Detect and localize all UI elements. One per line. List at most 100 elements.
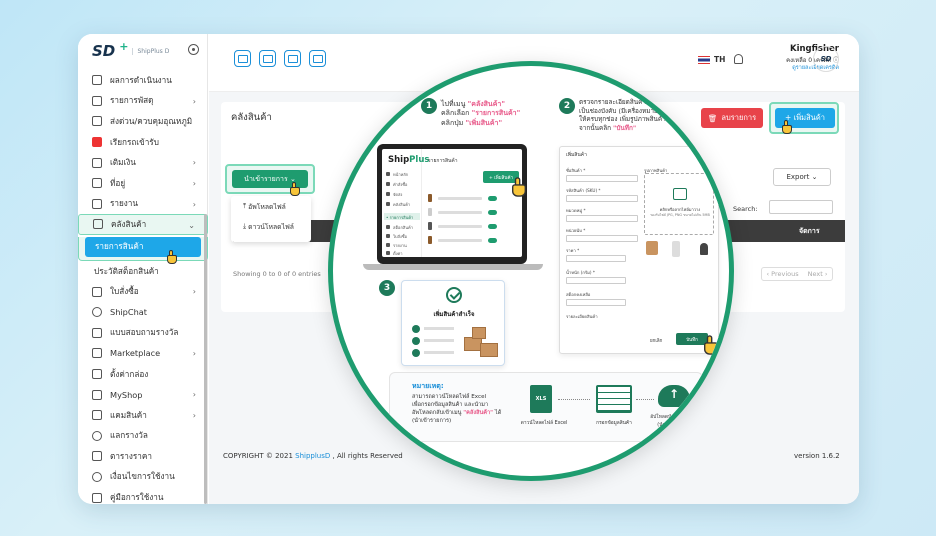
warehouse-submenu: รายการสินค้า	[78, 236, 208, 261]
page-title: คลังสินค้า	[231, 112, 272, 123]
sidebar-item-myshop[interactable]: MyShop›	[78, 384, 208, 405]
add-product-button[interactable]: + เพิ่มสินค้า	[775, 108, 835, 128]
sidebar-item-manual[interactable]: คู่มือการใช้งาน	[78, 487, 208, 504]
version: version 1.6.2	[794, 452, 840, 460]
step-1-text: ไปที่เมนู "คลังสินค้า" คลิกเลือก "รายการ…	[441, 100, 521, 127]
mockup-save-button: บันทึก	[676, 333, 708, 345]
sidebar: SD + ShipPlus D ผลการดำเนินงาน รายการพัส…	[78, 34, 208, 504]
truck-shortcut-icon[interactable]	[259, 50, 276, 67]
search-label: Search:	[733, 205, 758, 213]
trash-icon: 🗑	[707, 113, 718, 123]
sidebar-item-warehouse[interactable]: คลังสินค้า⌄	[78, 214, 208, 235]
copyright: COPYRIGHT © 2021 ShipplusD , All rights …	[223, 452, 403, 460]
add-product-form-mockup: เพิ่มสินค้า ชื่อสินค้า * รหัสสินค้า (SKU…	[559, 146, 719, 354]
sidebar-item-survey[interactable]: แบบสอบถามรางวัล	[78, 323, 208, 344]
image-upload-icon	[673, 188, 687, 200]
box-icon	[92, 95, 102, 106]
sidebar-item-express[interactable]: ส่งด่วน/ควบคุมอุณหภูมิ	[78, 111, 208, 132]
logo-name: ShipPlus D	[132, 47, 169, 55]
step-2-text: ตรวจกรายละเอียดสินค้าที่ระบบระบุ เป็นช่อ…	[579, 98, 677, 132]
survey-icon	[92, 327, 102, 338]
user-name: Kingfisher	[789, 44, 839, 54]
sidebar-item-pricing[interactable]: ตารางราคา	[78, 446, 208, 467]
import-button[interactable]: นำเข้ารายการ ⌄	[232, 170, 308, 188]
sidebar-item-pickup[interactable]: เรียกรถเข้ารับ	[78, 132, 208, 153]
import-dropdown: ⤒ อัพโหลดไฟล์ ⤓ ดาวน์โหลดไฟล์	[231, 196, 311, 242]
sidebar-item-rewards[interactable]: แลกรางวัล	[78, 426, 208, 447]
app-logo[interactable]: SD + ShipPlus D	[92, 40, 169, 61]
table-icon	[92, 451, 102, 462]
shop-icon	[92, 389, 102, 400]
info-icon	[92, 471, 102, 482]
sidebar-item-topup[interactable]: เติมเงิน›	[78, 152, 208, 173]
excel-file-icon: XLS	[530, 385, 552, 413]
home-icon	[92, 75, 102, 86]
credit-detail-link[interactable]: ดูรายละเอียดเครดิต	[792, 65, 839, 71]
sidebar-item-box-settings[interactable]: ตั้งค่ากล่อง	[78, 364, 208, 385]
bell-icon[interactable]	[734, 54, 743, 64]
entries-info: Showing 0 to 0 of 0 entries	[233, 270, 321, 278]
mockup-logo: ShipPlus	[388, 155, 430, 165]
sidebar-item-shipchat[interactable]: ShipChat	[78, 302, 208, 323]
brand-link[interactable]: ShipplusD	[295, 452, 331, 460]
delete-button[interactable]: 🗑ลบรายการ	[701, 108, 763, 128]
credit-balance: คงเหลือ 0 เครดิต ⓘ	[786, 57, 839, 64]
sidebar-item-stock-history[interactable]: ประวัติสต็อกสินค้า	[94, 265, 159, 276]
prev-page-button[interactable]: ‹ Previous	[766, 270, 799, 278]
sidebar-item-purchase-order[interactable]: ใบสั่งซื้อ›	[78, 281, 208, 302]
language-selector[interactable]: TH	[714, 55, 726, 64]
wallet-shortcut-icon[interactable]	[284, 50, 301, 67]
column-manage: จัดการ	[799, 227, 820, 235]
package-icon	[92, 369, 102, 380]
report-icon	[92, 198, 102, 209]
store-icon	[92, 348, 102, 359]
cloud-upload-icon	[658, 385, 690, 407]
spreadsheet-icon	[596, 385, 632, 413]
chat-shortcut-icon[interactable]	[309, 50, 326, 67]
parcel-shortcut-icon[interactable]	[234, 50, 251, 67]
upload-file-item[interactable]: ⤒ อัพโหลดไฟล์	[243, 201, 286, 211]
search-input[interactable]	[769, 200, 833, 214]
export-button[interactable]: Export ⌄	[773, 168, 831, 186]
pagination: ‹ Previous Next ›	[761, 267, 833, 281]
sidebar-item-parcels[interactable]: รายการพัสดุ›	[78, 91, 208, 112]
document-icon	[92, 286, 102, 297]
tutorial-overlay: 1 ไปที่เมนู "คลังสินค้า" คลิกเลือก "รายก…	[328, 61, 734, 481]
step-2-badge: 2	[559, 98, 575, 114]
sidebar-item-campaign[interactable]: แคมสินค้า›	[78, 405, 208, 426]
laptop-mockup: ShipPlus หน้าหลัก คำสั่งซื้อ จัดส่ง คลัง…	[377, 144, 527, 264]
sidebar-item-dashboard[interactable]: ผลการดำเนินงาน	[78, 70, 208, 91]
hand-cursor-icon	[703, 335, 720, 355]
download-file-item[interactable]: ⤓ ดาวน์โหลดไฟล์	[243, 221, 294, 231]
hand-cursor-icon	[511, 177, 528, 197]
warehouse-icon	[93, 219, 103, 230]
product-thumb	[700, 243, 708, 255]
next-page-button[interactable]: Next ›	[807, 270, 828, 278]
settings-icon[interactable]	[188, 44, 199, 55]
import-highlight: นำเข้ารายการ ⌄	[225, 164, 315, 196]
mockup-add-button: + เพิ่มสินค้า	[483, 171, 519, 183]
product-thumb	[672, 241, 680, 257]
sidebar-item-report[interactable]: รายงาน›	[78, 194, 208, 215]
sidebar-scrollbar[interactable]	[204, 214, 207, 504]
avatar[interactable]: SD	[813, 46, 839, 72]
map-icon	[92, 178, 102, 189]
thai-flag-icon[interactable]	[698, 56, 710, 64]
sidebar-item-terms[interactable]: เงื่อนไขการใช้งาน	[78, 467, 208, 488]
thermometer-icon	[92, 116, 102, 127]
check-circle-icon	[446, 287, 462, 303]
step-3-badge: 3	[379, 280, 395, 296]
product-thumb	[646, 241, 658, 255]
hand-cursor-icon	[781, 120, 793, 134]
tools-icon	[92, 410, 102, 421]
hand-cursor-icon	[166, 250, 178, 264]
success-card: เพิ่มสินค้าสำเร็จ	[401, 280, 505, 366]
sidebar-item-product-list[interactable]: รายการสินค้า	[85, 236, 201, 257]
logo-text: SD	[92, 42, 116, 60]
note-card: หมายเหตุ: สามารถดาวน์โหลดไฟล์ Excel เพื่…	[389, 372, 703, 442]
boxes-icon	[462, 325, 502, 359]
chat-icon	[92, 307, 102, 318]
hand-cursor-icon	[289, 182, 301, 196]
sidebar-item-address[interactable]: ที่อยู่›	[78, 173, 208, 194]
sidebar-item-marketplace[interactable]: Marketplace›	[78, 343, 208, 364]
